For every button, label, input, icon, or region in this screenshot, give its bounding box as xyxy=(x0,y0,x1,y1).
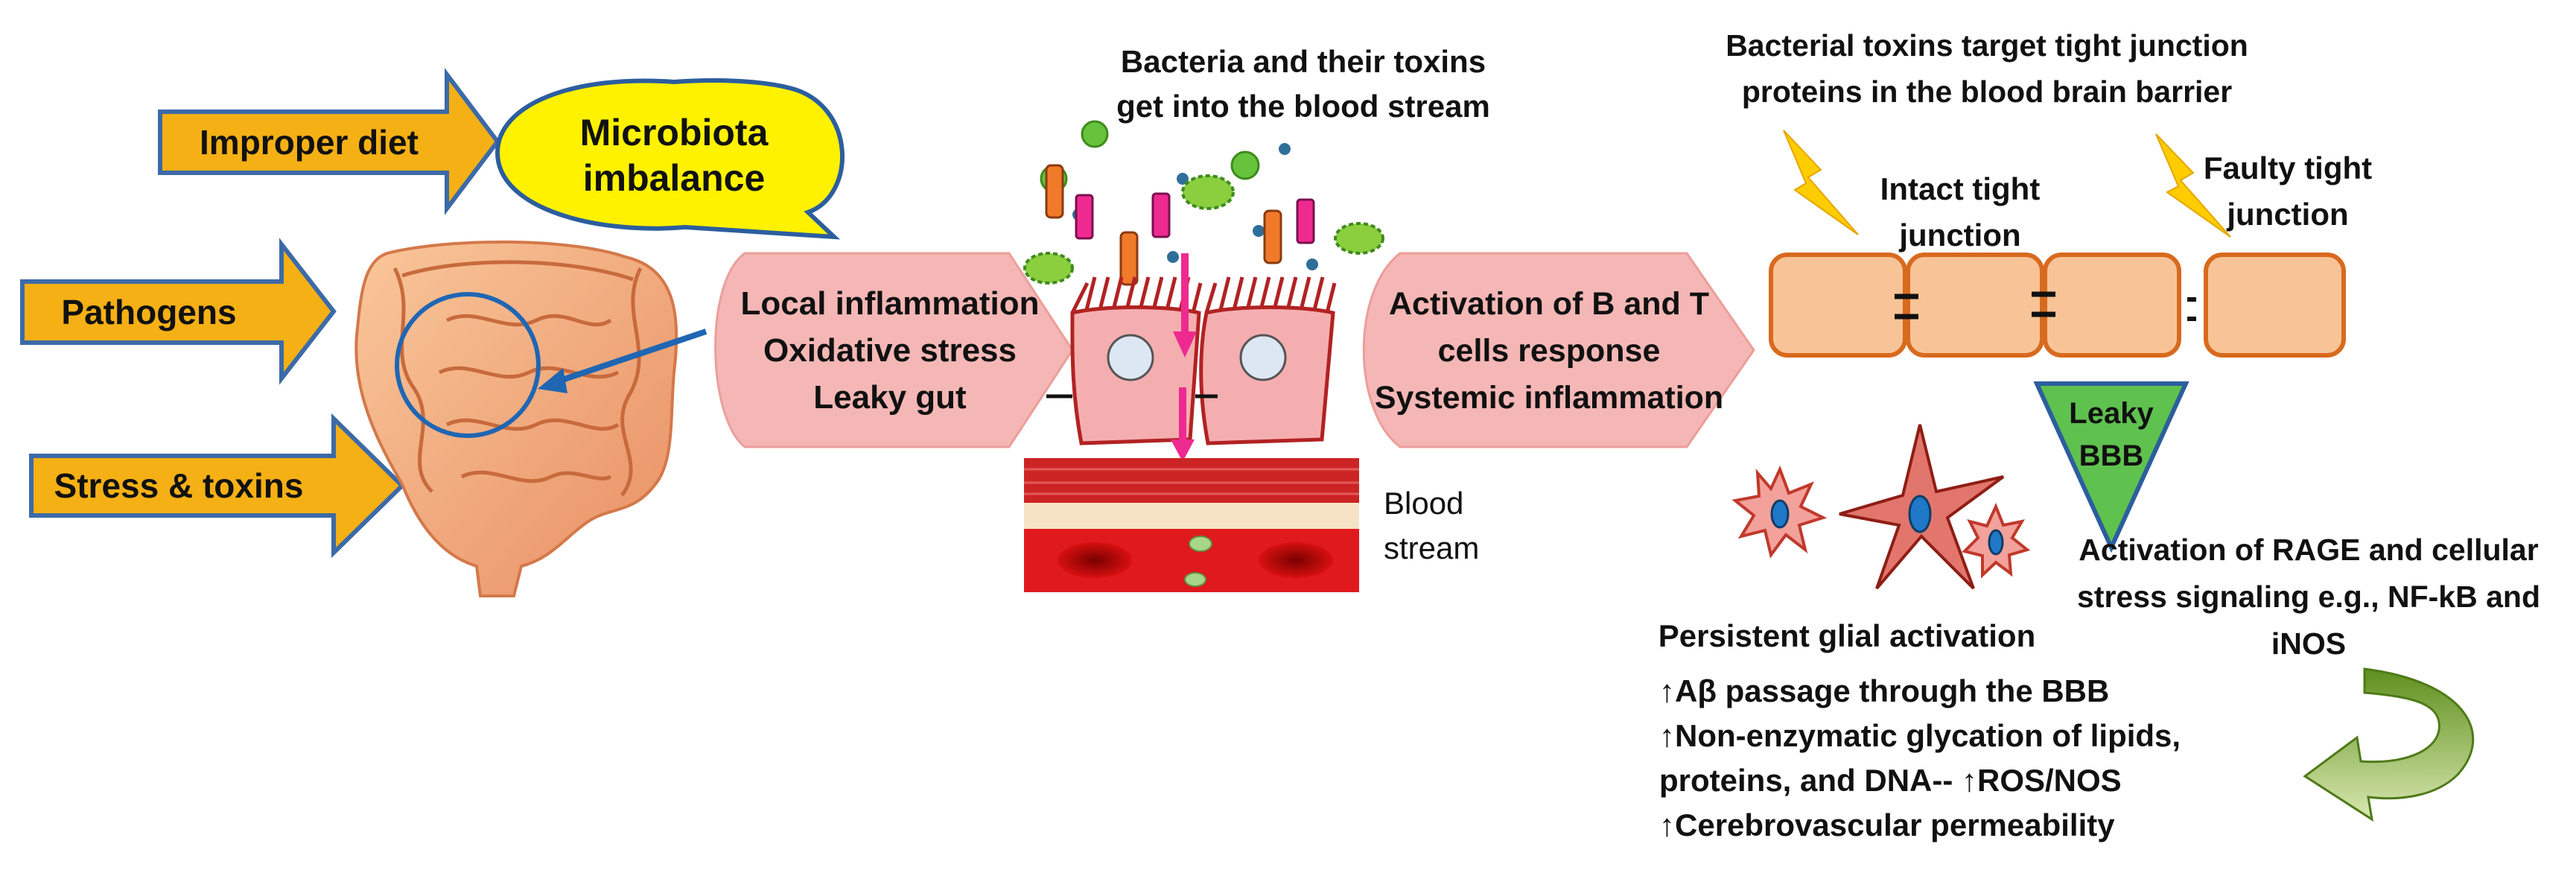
outcome-line-1: ↑Aβ passage through the BBB xyxy=(1659,673,2109,708)
faulty-junction-line-1: Faulty tight xyxy=(2204,150,2372,185)
immune-line-3: Systemic inflammation xyxy=(1375,380,1723,416)
bbb-note-line-1: Bacterial toxins target tight junction xyxy=(1726,28,2248,63)
zoom-pointer-head xyxy=(538,368,567,393)
leaky-bbb-line-1: Leaky xyxy=(2069,397,2154,430)
lightning-bolt-intact-icon xyxy=(1783,130,1859,235)
zoom-circle xyxy=(395,292,541,438)
outcome-line-2: ↑Non-enzymatic glycation of lipids, xyxy=(1659,718,2181,753)
immune-line-1: Activation of B and T xyxy=(1389,286,1709,322)
glial-cell-large-icon xyxy=(1839,424,2005,590)
intact-junction-line-1: Intact tight xyxy=(1880,171,2041,206)
improper-diet-label: Improper diet xyxy=(200,123,419,162)
blood-stream-line-2: stream xyxy=(1384,530,1479,565)
microbiota-line-1: Microbiota xyxy=(580,112,769,153)
rage-line-1: Activation of RAGE and cellular xyxy=(2079,533,2538,567)
blood-stream-line-1: Blood xyxy=(1384,486,1463,521)
bacteria-note-line-2: get into the blood stream xyxy=(1116,89,1490,124)
leaky-bbb-line-2: BBB xyxy=(2079,439,2144,472)
lightning-bolt-faulty-icon xyxy=(2155,133,2231,238)
endothelial-cells xyxy=(1769,253,2346,358)
gut-effects-arrow: Local inflammation Oxidative stress Leak… xyxy=(714,252,1074,448)
outcome-line-4: ↑Cerebrovascular permeability xyxy=(1659,807,2115,842)
curved-return-arrow-icon xyxy=(2303,667,2475,822)
rage-line-3: iNOS xyxy=(2271,626,2346,661)
cause-arrow-pathogens: Pathogens xyxy=(20,238,337,385)
gut-effects-line-2: Oxidative stress xyxy=(763,332,1017,369)
cause-arrow-improper-diet: Improper diet xyxy=(158,68,500,215)
immune-line-2: cells response xyxy=(1438,333,1661,369)
microbiota-line-2: imbalance xyxy=(583,157,766,199)
intact-junction-mark-1 xyxy=(1895,293,1918,320)
intestine-illustration xyxy=(354,240,707,597)
gut-effects-line-1: Local inflammation xyxy=(741,285,1040,322)
rage-line-2: stress signaling e.g., NF-kB and xyxy=(2077,580,2540,614)
glial-activation-label: Persistent glial activation xyxy=(1659,618,2036,653)
cause-arrow-stress-toxins: Stress & toxins xyxy=(29,413,406,559)
immune-response-arrow: Activation of B and T cells response Sys… xyxy=(1362,252,1755,448)
glial-cell-right-icon xyxy=(1962,502,2031,579)
outcome-line-3: proteins, and DNA-- ↑ROS/NOS xyxy=(1659,763,2122,798)
bacteria-note-line-1: Bacteria and their toxins xyxy=(1121,44,1486,79)
faulty-junction-line-2: junction xyxy=(2226,197,2348,232)
pathogens-label: Pathogens xyxy=(61,293,236,331)
zoom-pointer-line xyxy=(550,328,707,387)
gut-effects-line-3: Leaky gut xyxy=(813,379,967,416)
blood-vessel xyxy=(1024,458,1359,592)
leaky-bbb-triangle: Leaky BBB xyxy=(2033,381,2189,553)
intact-junction-line-2: junction xyxy=(1898,218,2020,253)
faulty-junction-mark xyxy=(2187,297,2196,321)
bacteria-and-toxins-cluster xyxy=(1023,120,1384,286)
stress-toxins-label: Stress & toxins xyxy=(54,466,304,505)
bbb-note-line-2: proteins in the blood brain barrier xyxy=(1742,74,2232,109)
intact-junction-mark-2 xyxy=(2032,291,2055,317)
glial-cell-small-icon xyxy=(1731,465,1828,559)
microbiota-speech-bubble: Microbiota imbalance xyxy=(494,78,845,240)
epithelial-cells xyxy=(1046,253,1337,533)
